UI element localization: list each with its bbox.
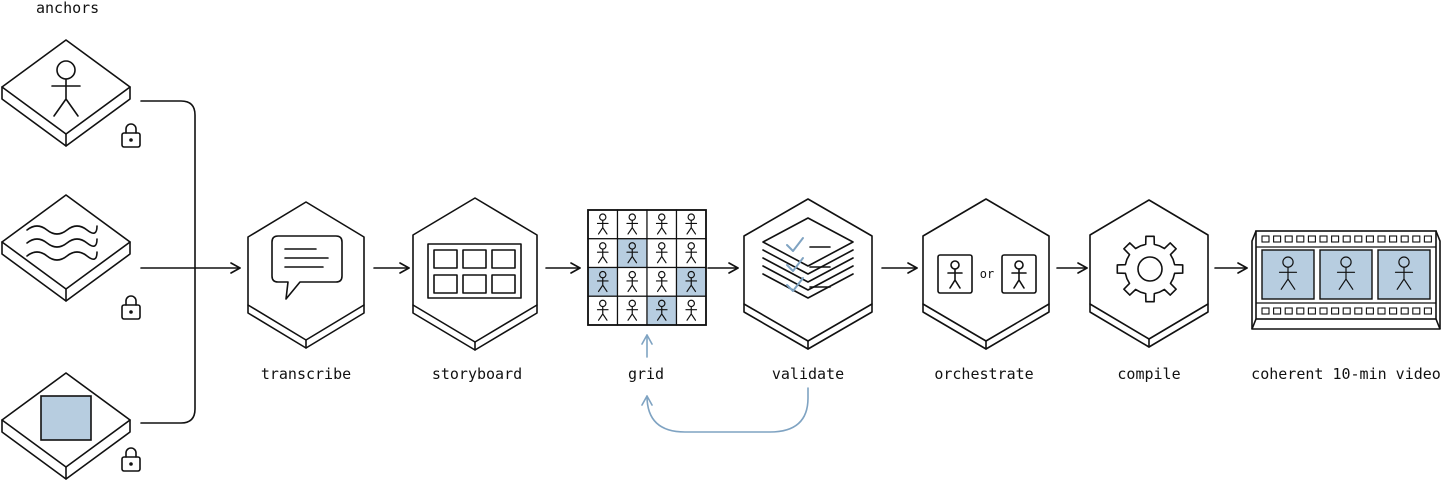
sprocket-hole xyxy=(1365,307,1374,315)
sprocket-hole xyxy=(1400,235,1409,243)
sprocket-hole xyxy=(1273,307,1282,315)
storyboard-panels-icon xyxy=(427,243,522,299)
sprocket-hole xyxy=(1331,307,1340,315)
validate-label: validate xyxy=(772,365,844,383)
grid-cell xyxy=(675,266,707,297)
sprocket-hole xyxy=(1319,307,1328,315)
grid-node xyxy=(587,209,707,326)
grid-cell xyxy=(646,238,678,269)
square-icon xyxy=(40,395,92,441)
character-card-icon xyxy=(937,254,973,294)
sprocket-hole xyxy=(1331,235,1340,243)
grid-cell xyxy=(587,209,619,240)
film-frame xyxy=(1319,249,1373,300)
grid-cell xyxy=(587,266,619,297)
anchors-label: anchors xyxy=(36,0,99,17)
grid-cell xyxy=(646,295,678,326)
transcribe-label: transcribe xyxy=(261,365,351,383)
anchor-tile-object xyxy=(1,372,131,480)
sprocket-hole xyxy=(1319,235,1328,243)
sprocket-hole xyxy=(1261,235,1270,243)
sprocket-hole xyxy=(1412,307,1421,315)
feedback-loop-arrow xyxy=(641,387,809,433)
sprocket-hole xyxy=(1400,307,1409,315)
sprocket-hole xyxy=(1354,235,1363,243)
grid-cell xyxy=(616,238,648,269)
orchestrate-label: orchestrate xyxy=(934,365,1033,383)
validate-node xyxy=(743,198,873,350)
anchor-tile-character xyxy=(1,39,131,147)
lock-icon xyxy=(121,123,141,148)
grid-label: grid xyxy=(628,365,664,383)
stick-figure-icon xyxy=(51,60,81,117)
gear-icon xyxy=(1116,235,1184,303)
checklist-stack-icon xyxy=(762,217,854,299)
anchor-tile-environment xyxy=(1,194,131,302)
sprocket-hole xyxy=(1423,235,1432,243)
sprocket-hole xyxy=(1342,307,1351,315)
sprocket-hole xyxy=(1261,307,1270,315)
lock-icon xyxy=(121,447,141,472)
grid-cell xyxy=(587,295,619,326)
sprocket-hole xyxy=(1365,235,1374,243)
sprocket-hole xyxy=(1284,235,1293,243)
sprocket-hole xyxy=(1284,307,1293,315)
compile-label: compile xyxy=(1117,365,1180,383)
sprocket-hole xyxy=(1354,307,1363,315)
film-strip-icon xyxy=(1251,230,1441,330)
storyboard-node xyxy=(412,197,538,351)
storyboard-label: storyboard xyxy=(432,365,522,383)
speech-bubble-icon xyxy=(271,235,343,300)
transcribe-node xyxy=(247,201,365,349)
orchestrate-or-label: or xyxy=(980,267,994,281)
grid-cell xyxy=(646,209,678,240)
grid-cell xyxy=(675,209,707,240)
sprocket-hole xyxy=(1412,235,1421,243)
sprocket-hole xyxy=(1296,235,1305,243)
grid-cell xyxy=(616,209,648,240)
anchors-merge-connector xyxy=(140,100,241,424)
grid-cell xyxy=(587,238,619,269)
character-card-icon xyxy=(1001,254,1037,294)
wave-icon xyxy=(26,225,98,261)
film-frame xyxy=(1261,249,1315,300)
grid-cell xyxy=(675,238,707,269)
sprocket-hole xyxy=(1389,235,1398,243)
sprocket-hole xyxy=(1389,307,1398,315)
grid-cell xyxy=(646,266,678,297)
sprocket-hole xyxy=(1307,235,1316,243)
sprocket-hole xyxy=(1377,235,1386,243)
output-label: coherent 10-min video xyxy=(1251,365,1441,383)
grid-cell xyxy=(675,295,707,326)
grid-cell xyxy=(616,266,648,297)
grid-cell xyxy=(616,295,648,326)
orchestrate-node: or xyxy=(922,198,1050,350)
sprocket-hole xyxy=(1273,235,1282,243)
sprocket-hole xyxy=(1423,307,1432,315)
sprocket-hole xyxy=(1342,235,1351,243)
compile-node xyxy=(1089,199,1209,348)
sprocket-hole xyxy=(1377,307,1386,315)
film-frame xyxy=(1377,249,1431,300)
sprocket-hole xyxy=(1307,307,1316,315)
lock-icon xyxy=(121,295,141,320)
grid-border xyxy=(587,209,707,326)
sprocket-hole xyxy=(1296,307,1305,315)
